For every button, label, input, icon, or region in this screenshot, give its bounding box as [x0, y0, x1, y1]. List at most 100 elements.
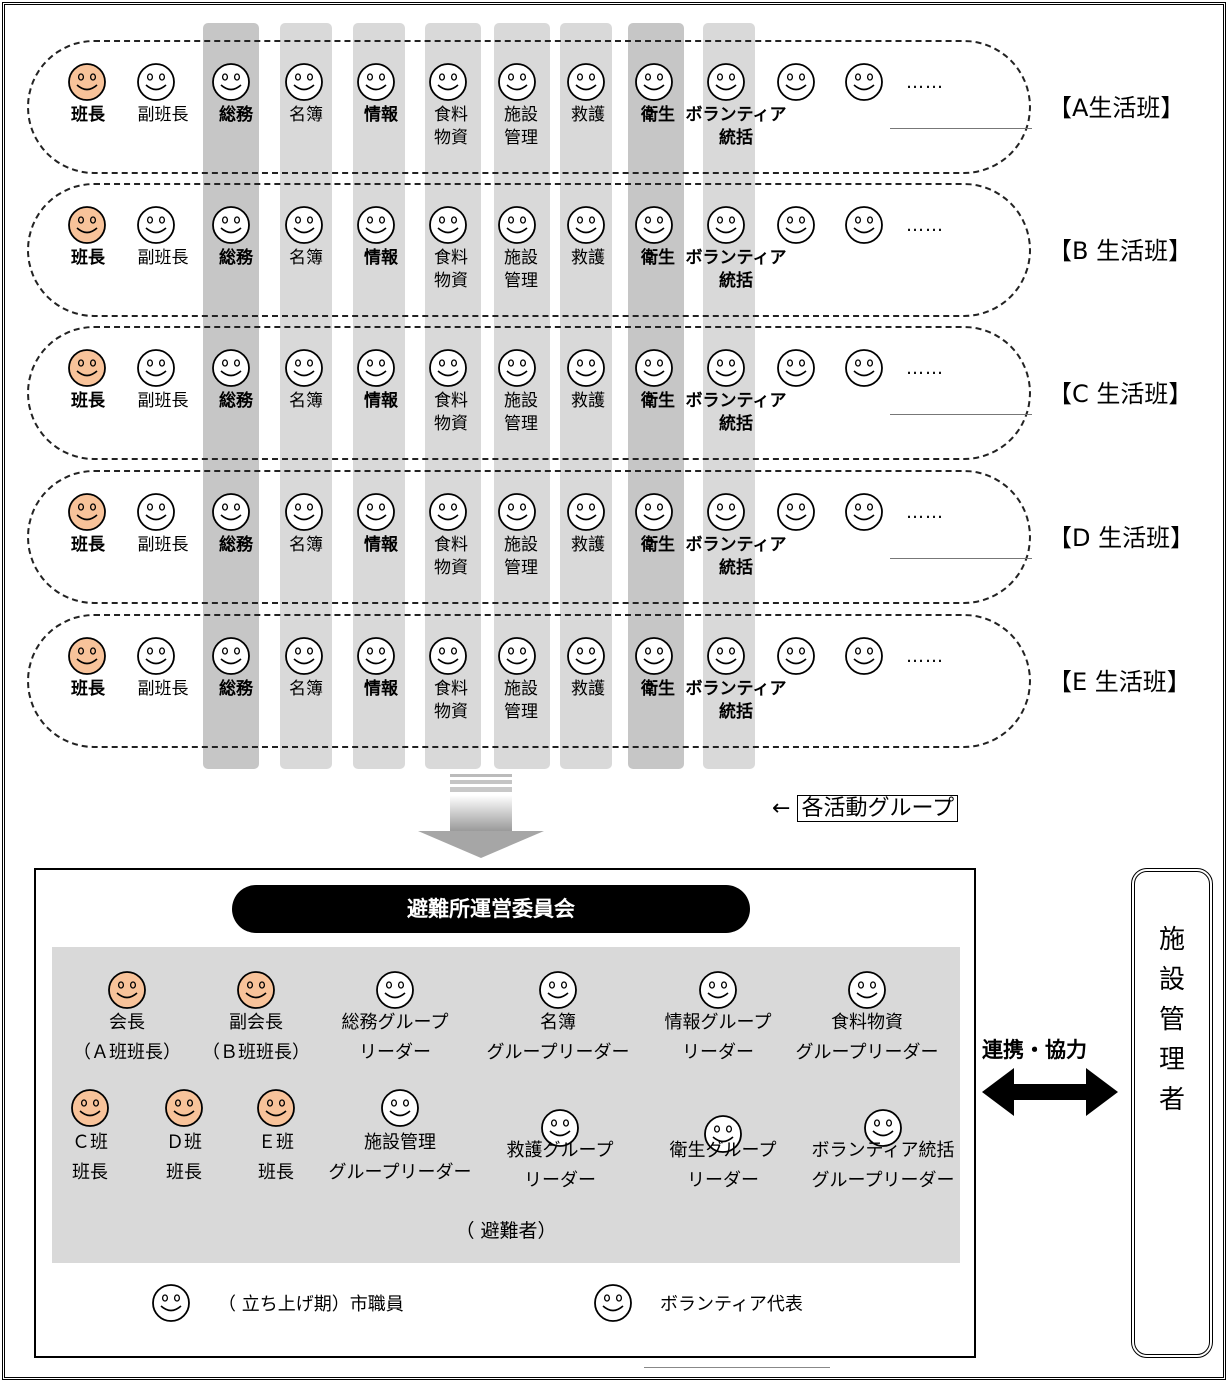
smiley-icon: [844, 205, 884, 245]
facility-manager-char: 者: [1158, 1085, 1185, 1115]
smiley-icon: [67, 492, 107, 532]
smiley-icon: [67, 205, 107, 245]
living-group-label: 【A生活班】: [1048, 94, 1185, 122]
cooperation-label: 連携・協力: [982, 1038, 1087, 1062]
smiley-icon: [593, 1283, 633, 1323]
smiley-icon: [497, 205, 537, 245]
committee-member-label: 衛生グループ リーダー: [669, 1140, 777, 1191]
committee-member-label: 副会長 （Ｂ班班長）: [202, 1012, 310, 1063]
committee-member-label: 食料物資 グループリーダー: [795, 1012, 939, 1063]
smiley-icon: [356, 62, 396, 102]
member-role-label: 副班長: [137, 391, 189, 411]
member-role-label: 食料 物資: [434, 679, 468, 722]
member-role-label: 班長: [71, 535, 105, 555]
smiley-icon: [566, 492, 606, 532]
member-role-label: 総務: [219, 248, 253, 268]
smiley-icon: [211, 205, 251, 245]
member-role-label: 副班長: [137, 535, 189, 555]
legend-label: （ 立ち上げ期）市職員: [218, 1294, 404, 1315]
member-role-label: 施設 管理: [504, 679, 538, 722]
smiley-icon: [107, 970, 147, 1010]
member-role-label: 班長: [71, 679, 105, 699]
smiley-icon: [497, 492, 537, 532]
member-role-label: 名簿: [289, 391, 323, 411]
member-role-label: 救護: [571, 679, 605, 699]
smiley-icon: [67, 62, 107, 102]
smiley-icon: [706, 636, 746, 676]
member-role-label: 総務: [219, 535, 253, 555]
member-role-label: 施設 管理: [504, 105, 538, 148]
smiley-icon: [706, 492, 746, 532]
committee-member-label: Ｃ班 班長: [72, 1132, 108, 1183]
member-role-label: 衛生: [641, 105, 675, 125]
smiley-icon: [428, 348, 468, 388]
smiley-icon: [634, 205, 674, 245]
smiley-icon: [428, 492, 468, 532]
smiley-icon: [863, 1108, 903, 1148]
member-role-label: 名簿: [289, 105, 323, 125]
facility-manager-char: 理: [1158, 1045, 1185, 1075]
smiley-icon: [284, 205, 324, 245]
member-role-label: ボランティア 統括: [685, 391, 787, 434]
smiley-icon: [211, 348, 251, 388]
smiley-icon: [540, 1108, 580, 1148]
smiley-icon: [706, 62, 746, 102]
living-group-row: [27, 183, 1031, 317]
smiley-icon: [211, 492, 251, 532]
smiley-icon: [698, 970, 738, 1010]
smiley-icon: [566, 205, 606, 245]
member-role-label: 名簿: [289, 679, 323, 699]
divider: [644, 1367, 830, 1368]
member-role-label: 食料 物資: [434, 105, 468, 148]
smiley-icon: [67, 636, 107, 676]
living-group-row: [27, 470, 1031, 604]
smiley-icon: [284, 348, 324, 388]
smiley-icon: [566, 636, 606, 676]
member-role-label: 情報: [364, 105, 398, 125]
member-role-label: 衛生: [641, 535, 675, 555]
committee-member-label: Ｅ班 班長: [258, 1132, 294, 1183]
smiley-icon: [497, 348, 537, 388]
smiley-icon: [236, 970, 276, 1010]
activity-groups-label: 各活動グループ: [797, 795, 959, 822]
smiley-icon: [428, 636, 468, 676]
committee-member-label: 会長 （Ａ班班長）: [73, 1012, 181, 1063]
member-role-label: 副班長: [137, 248, 189, 268]
facility-manager-char: 施: [1158, 925, 1185, 955]
member-role-label: 名簿: [289, 248, 323, 268]
smiley-icon: [706, 205, 746, 245]
living-group-label: 【B 生活班】: [1048, 237, 1193, 265]
ellipsis: ……: [906, 646, 944, 667]
smiley-icon: [136, 636, 176, 676]
member-role-label: 施設 管理: [504, 391, 538, 434]
living-group-row: [27, 614, 1031, 748]
smiley-icon: [136, 62, 176, 102]
smiley-icon: [284, 62, 324, 102]
divider: [890, 414, 1032, 415]
smiley-icon: [356, 205, 396, 245]
member-role-label: 食料 物資: [434, 248, 468, 291]
member-role-label: 救護: [571, 248, 605, 268]
facility-manager-char: 設: [1158, 965, 1185, 995]
living-group-label: 【D 生活班】: [1048, 524, 1195, 552]
smiley-icon: [356, 348, 396, 388]
member-role-label: 情報: [364, 248, 398, 268]
smiley-icon: [70, 1088, 110, 1128]
smiley-icon: [136, 348, 176, 388]
member-role-label: 名簿: [289, 535, 323, 555]
member-role-label: 班長: [71, 248, 105, 268]
evacuees-note: （ 避難者）: [455, 1220, 557, 1242]
smiley-icon: [634, 348, 674, 388]
member-role-label: 総務: [219, 105, 253, 125]
facility-manager-char: 管: [1158, 1005, 1185, 1035]
committee-member-label: 施設管理 グループリーダー: [328, 1132, 472, 1183]
ellipsis: ……: [906, 215, 944, 236]
smiley-icon: [844, 62, 884, 102]
member-role-label: 情報: [364, 391, 398, 411]
divider: [890, 558, 1032, 559]
smiley-icon: [776, 636, 816, 676]
smiley-icon: [538, 970, 578, 1010]
member-role-label: 救護: [571, 535, 605, 555]
down-arrow-icon: [418, 774, 544, 858]
